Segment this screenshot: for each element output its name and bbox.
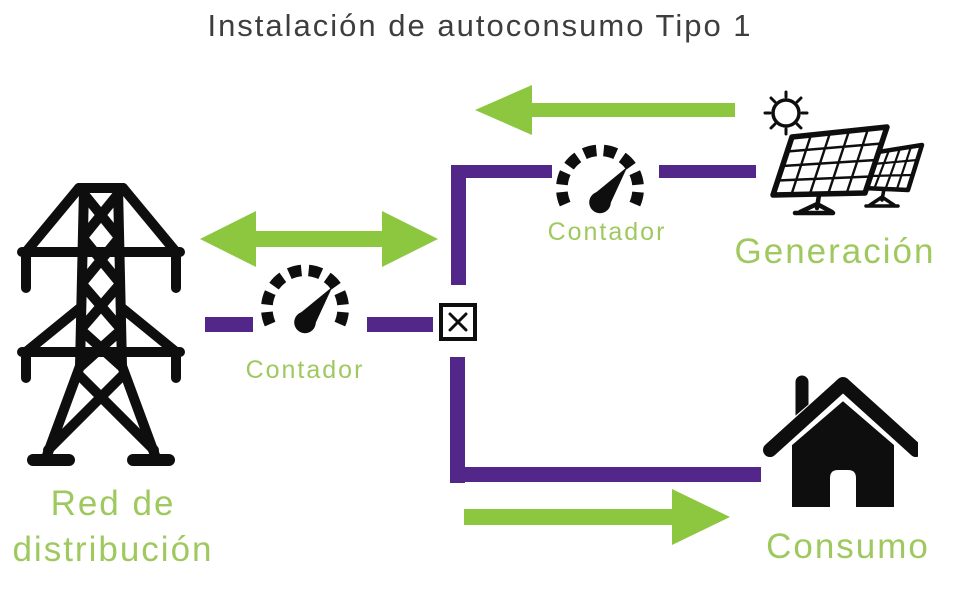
consumption-line-horizontal	[450, 467, 761, 482]
generation-label: Generación	[734, 232, 936, 271]
meter-grid-label: Contador	[245, 356, 365, 384]
junction-x-icon	[448, 312, 468, 332]
tower-lower-arms	[21, 303, 181, 357]
arrow-double-shape	[200, 211, 438, 267]
generation-line-vertical	[451, 165, 466, 285]
sun-icon	[763, 90, 809, 136]
tower-leg-braces	[43, 369, 159, 455]
gauge-arc	[261, 264, 349, 327]
grid-line-dash-1	[205, 317, 253, 332]
grid-label-line1: Red de	[50, 484, 176, 523]
tower-legs	[41, 361, 161, 463]
tower-crossarm-upper	[17, 247, 185, 293]
grid-label-line2: distribución	[12, 529, 214, 569]
solar-panels-icon	[763, 90, 925, 216]
transmission-tower-icon	[17, 183, 185, 466]
grid-line-dash-2	[367, 317, 433, 332]
diagram-title: Instalación de autoconsumo Tipo 1	[207, 8, 753, 43]
flow-arrow-generation-to-junction	[475, 85, 735, 135]
meter-gauge-icon-grid	[261, 264, 349, 334]
gauge-needle	[300, 286, 333, 330]
house-icon	[758, 374, 918, 507]
meter-generation-label: Contador	[547, 218, 667, 246]
house-body	[792, 398, 894, 507]
arrow-right-shape	[464, 489, 730, 545]
flow-arrow-grid-exchange	[200, 211, 438, 267]
meter-gauge-icon-generation	[556, 144, 644, 214]
tower-upper-arms	[21, 183, 181, 257]
house-roof	[763, 377, 918, 457]
consumption-line-vertical	[450, 357, 465, 483]
gauge-needle	[595, 166, 628, 210]
consumption-label: Consumo	[766, 527, 930, 566]
generation-line-horizontal-left	[451, 165, 552, 178]
x-mark	[448, 312, 468, 332]
flow-arrow-junction-to-consumption	[464, 489, 730, 545]
gauge-arc	[556, 144, 644, 207]
solar-panel-front	[770, 124, 890, 216]
house-door	[830, 470, 856, 507]
arrow-left-shape	[475, 85, 735, 135]
generation-line-horizontal-right	[659, 165, 756, 178]
tower-crossarm-lower	[17, 347, 185, 383]
grid-label: Red de distribución	[2, 481, 224, 572]
junction-switch-icon	[439, 303, 477, 341]
